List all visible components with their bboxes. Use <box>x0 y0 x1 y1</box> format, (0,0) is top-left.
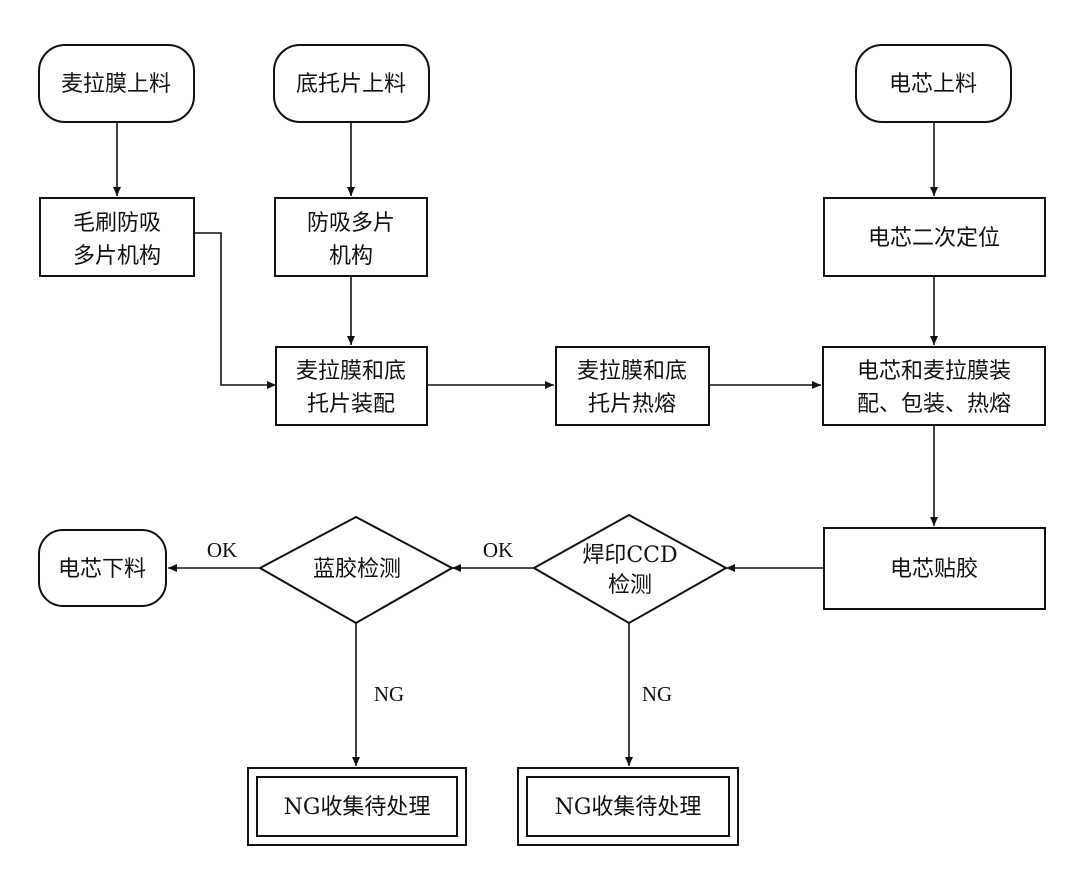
node-film-base-heat-melt: 麦拉膜和底 托片热熔 <box>555 346 710 426</box>
node-label-line-2: 托片装配 <box>307 392 395 417</box>
node-film-base-assembly: 麦拉膜和底 托片装配 <box>275 346 428 426</box>
node-anti-multi-mech: 防吸多片 机构 <box>274 197 428 277</box>
node-label: 电芯二次定位 <box>868 226 1000 251</box>
edge-labels: OK OK NG NG <box>207 538 672 706</box>
node-label-line-1: 防吸多片 <box>307 211 395 236</box>
node-ng-collect-2: NG收集待处理 <box>517 767 739 846</box>
node-brush-anti-multi: 毛刷防吸 多片机构 <box>39 197 195 277</box>
node-label-line-2: 检测 <box>608 573 652 598</box>
node-label-line-1: 麦拉膜和底 <box>296 359 406 384</box>
node-label-line-2: 配、包装、热熔 <box>857 392 1011 417</box>
node-cell-taping: 电芯贴胶 <box>823 527 1046 610</box>
node-label-line-2: 托片热熔 <box>588 392 676 417</box>
node-solder-ccd-check: 焊印CCD 检测 <box>531 513 729 625</box>
edge-brush-to-assembly <box>194 232 276 389</box>
edge-label-ok-unloading: OK <box>207 538 237 562</box>
node-label-line-2: 多片机构 <box>73 244 161 269</box>
edge-label-ng-blue-tape: NG <box>374 682 404 706</box>
edge-label-ok-blue-tape: OK <box>483 538 513 562</box>
node-base-loading: 底托片上料 <box>273 44 430 123</box>
edges <box>113 122 938 766</box>
node-label: NG收集待处理 <box>555 795 702 820</box>
node-cell-secondary-positioning: 电芯二次定位 <box>823 197 1046 277</box>
node-label-line-1: 焊印CCD <box>582 543 677 568</box>
node-label: 底托片上料 <box>296 72 406 97</box>
node-label-line-1: 电芯和麦拉膜装 <box>857 359 1011 384</box>
node-cell-film-assembly: 电芯和麦拉膜装 配、包装、热熔 <box>822 346 1046 426</box>
node-label: 蓝胶检测 <box>313 557 401 582</box>
node-label: 电芯下料 <box>58 557 146 582</box>
node-label: 电芯贴胶 <box>890 557 978 582</box>
node-label-line-2: 机构 <box>329 244 373 269</box>
edge-label-ng-ccd: NG <box>642 682 672 706</box>
node-cell-loading: 电芯上料 <box>855 44 1012 123</box>
node-label: NG收集待处理 <box>284 795 431 820</box>
node-ng-collect-1: NG收集待处理 <box>247 767 467 846</box>
node-label: 电芯上料 <box>889 72 977 97</box>
node-label-line-1: 毛刷防吸 <box>73 211 161 236</box>
node-label: 麦拉膜上料 <box>61 72 171 97</box>
node-label-line-1: 麦拉膜和底 <box>577 359 687 384</box>
node-film-loading: 麦拉膜上料 <box>38 44 195 123</box>
node-blue-tape-check: 蓝胶检测 <box>257 515 455 625</box>
node-cell-unloading: 电芯下料 <box>38 529 167 607</box>
